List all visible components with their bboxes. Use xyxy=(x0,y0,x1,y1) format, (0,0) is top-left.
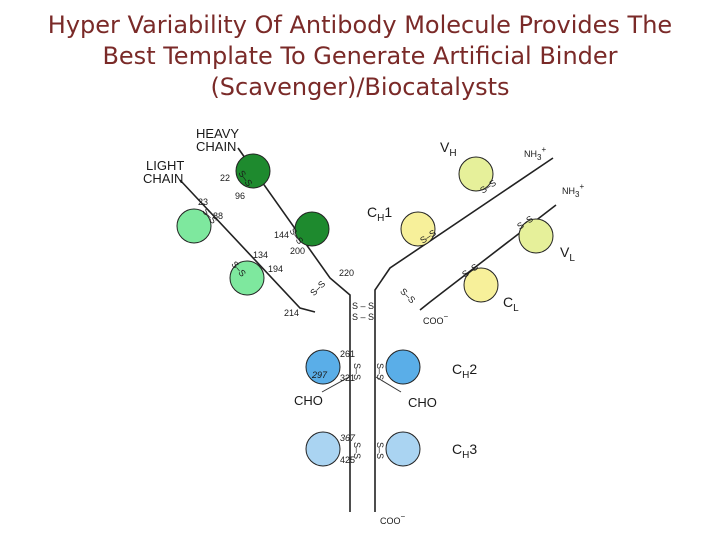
svg-text:CH1: CH1 xyxy=(367,204,392,224)
vh-domain-left xyxy=(235,153,271,189)
cho-label-left: CHO xyxy=(294,393,323,408)
heavy-chain-label-line1: HEAVY xyxy=(196,126,239,141)
residue-220: 220 xyxy=(339,268,354,278)
svg-text:CL: CL xyxy=(503,294,519,314)
vl-label: VL xyxy=(560,244,575,264)
ss-mark-light-heavy-left: S–S xyxy=(308,279,327,298)
svg-text:COO−: COO− xyxy=(423,312,449,326)
residue-88: 88 xyxy=(213,211,223,221)
residue-22: 22 xyxy=(220,173,230,183)
ss-mark-light-heavy-right: S–S xyxy=(398,286,417,305)
left-heavy-chain xyxy=(237,147,351,512)
ch3-label: CH3 xyxy=(452,441,477,461)
residue-96: 96 xyxy=(235,191,245,201)
ch2-domain-left xyxy=(305,349,341,385)
left-light-chain xyxy=(179,179,316,313)
cho-bond-right xyxy=(375,376,402,393)
cho-label-right: CHO xyxy=(408,395,437,410)
title-line-1: Hyper Variability Of Antibody Molecule P… xyxy=(47,11,673,39)
ch2-domain-right xyxy=(385,349,421,385)
heavy-chain-label-line2: CHAIN xyxy=(196,139,236,154)
svg-text:VH: VH xyxy=(440,139,457,159)
svg-text:CH3: CH3 xyxy=(452,441,477,461)
residue-261: 261 xyxy=(340,349,355,359)
cl-domain-left xyxy=(229,260,265,296)
title-line-3: (Scavenger)/Biocatalysts xyxy=(210,73,510,101)
ch1-domain-left xyxy=(294,211,330,247)
residue-321: 321 xyxy=(340,373,355,383)
ss-mark-ch3-right: S–S xyxy=(375,442,385,459)
ch3-domain-right xyxy=(385,431,421,467)
ss-mark-ch2-right: S–S xyxy=(375,363,385,380)
nh3-right-label: NH3+ xyxy=(562,182,584,199)
light-chain-label-line2: CHAIN xyxy=(143,171,183,186)
svg-text:NH3+: NH3+ xyxy=(562,182,584,199)
svg-text:CH2: CH2 xyxy=(452,361,477,381)
light-chain-label-line1: LIGHT xyxy=(146,158,184,173)
residue-367: 367 xyxy=(340,433,356,443)
title-line-2: Best Template To Generate Artificial Bin… xyxy=(102,42,618,70)
cho-bond-left xyxy=(321,376,350,393)
residue-214: 214 xyxy=(284,308,299,318)
residue-194: 194 xyxy=(268,264,283,274)
svg-text:VL: VL xyxy=(560,244,575,264)
nh3-top-label: NH3+ xyxy=(524,145,546,162)
residue-134: 134 xyxy=(253,250,268,260)
vl-domain-right xyxy=(518,218,554,254)
cl-label: CL xyxy=(503,294,519,314)
coo-cl-label: COO− xyxy=(423,312,449,326)
residue-200: 200 xyxy=(290,246,305,256)
residue-144: 144 xyxy=(274,230,289,240)
residue-425: 425 xyxy=(340,455,355,465)
vh-label: VH xyxy=(440,139,457,159)
right-light-chain xyxy=(419,204,557,311)
ch3-domain-left xyxy=(305,431,341,467)
hinge-disulfide-1: S – S xyxy=(352,301,374,311)
cl-domain-right xyxy=(463,267,499,303)
vh-domain-right xyxy=(458,156,494,192)
svg-text:NH3+: NH3+ xyxy=(524,145,546,162)
ch2-label: CH2 xyxy=(452,361,477,381)
ss-mark-ch3-left: S–S xyxy=(352,442,362,459)
slide-title: Hyper Variability Of Antibody Molecule P… xyxy=(20,10,700,103)
ch1-label: CH1 xyxy=(367,204,392,224)
hinge-disulfide-2: S – S xyxy=(352,312,374,322)
ss-mark-ch2-left: S–S xyxy=(352,363,362,380)
residue-23: 23 xyxy=(198,197,208,207)
residue-297: 297 xyxy=(311,370,328,380)
ch1-domain-right xyxy=(400,211,436,247)
vl-domain-left xyxy=(176,208,212,244)
right-heavy-chain xyxy=(374,157,554,512)
svg-text:COO−: COO− xyxy=(380,512,406,526)
coo-bottom-label: COO− xyxy=(380,512,406,526)
